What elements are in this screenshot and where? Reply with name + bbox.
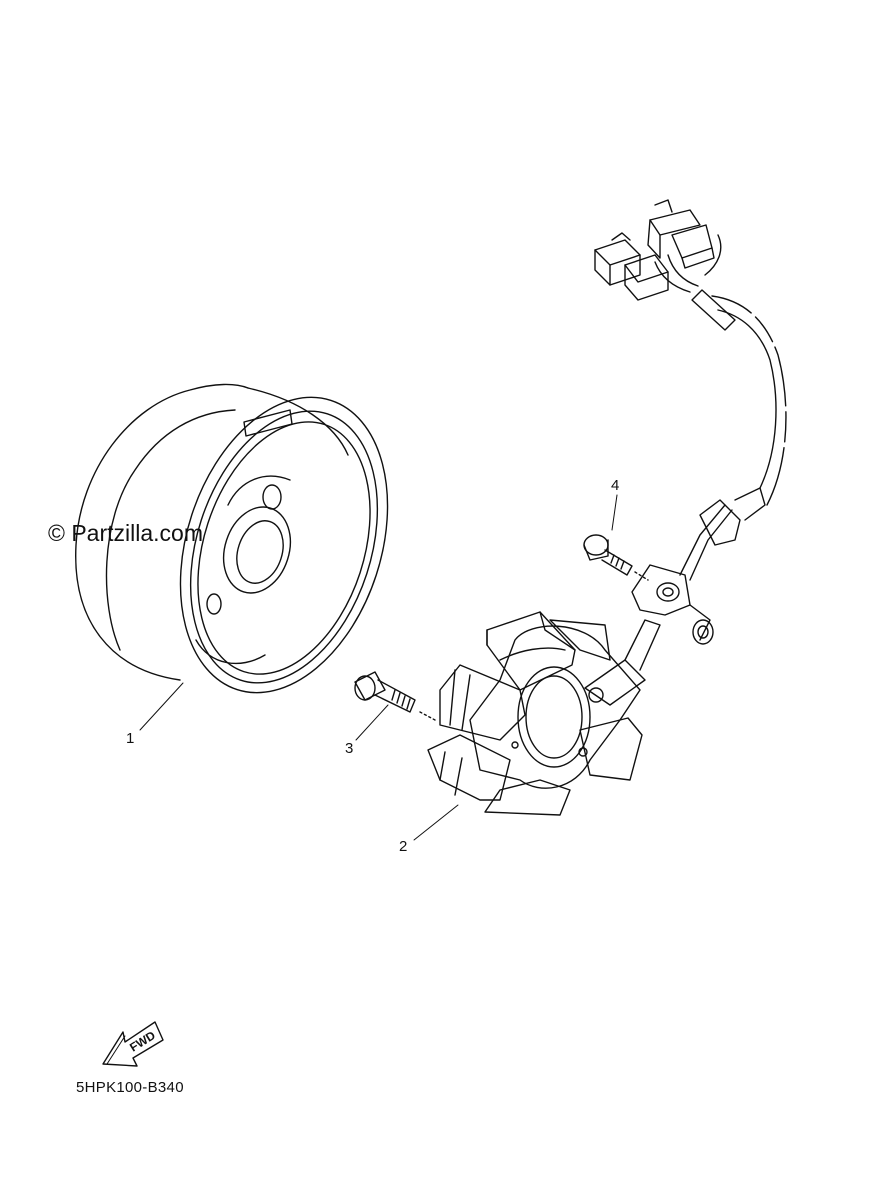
diagram-code: 5HPK100-B340 — [76, 1079, 184, 1096]
leader-lines — [139, 494, 618, 841]
callout-4: 4 — [611, 477, 620, 494]
partzilla-watermark: © Partzilla.com — [48, 520, 203, 546]
wire-harness — [654, 234, 787, 581]
callout-2: 2 — [399, 838, 408, 855]
callout-3: 3 — [345, 740, 354, 757]
pickup-bolt — [583, 534, 649, 581]
rotor-flywheel — [75, 383, 389, 694]
stator-assembly — [427, 564, 714, 816]
callout-1: 1 — [126, 730, 135, 747]
fwd-direction-arrow: FWD — [102, 1021, 164, 1067]
stator-bolt — [354, 671, 436, 721]
connector-couplers — [594, 199, 715, 301]
